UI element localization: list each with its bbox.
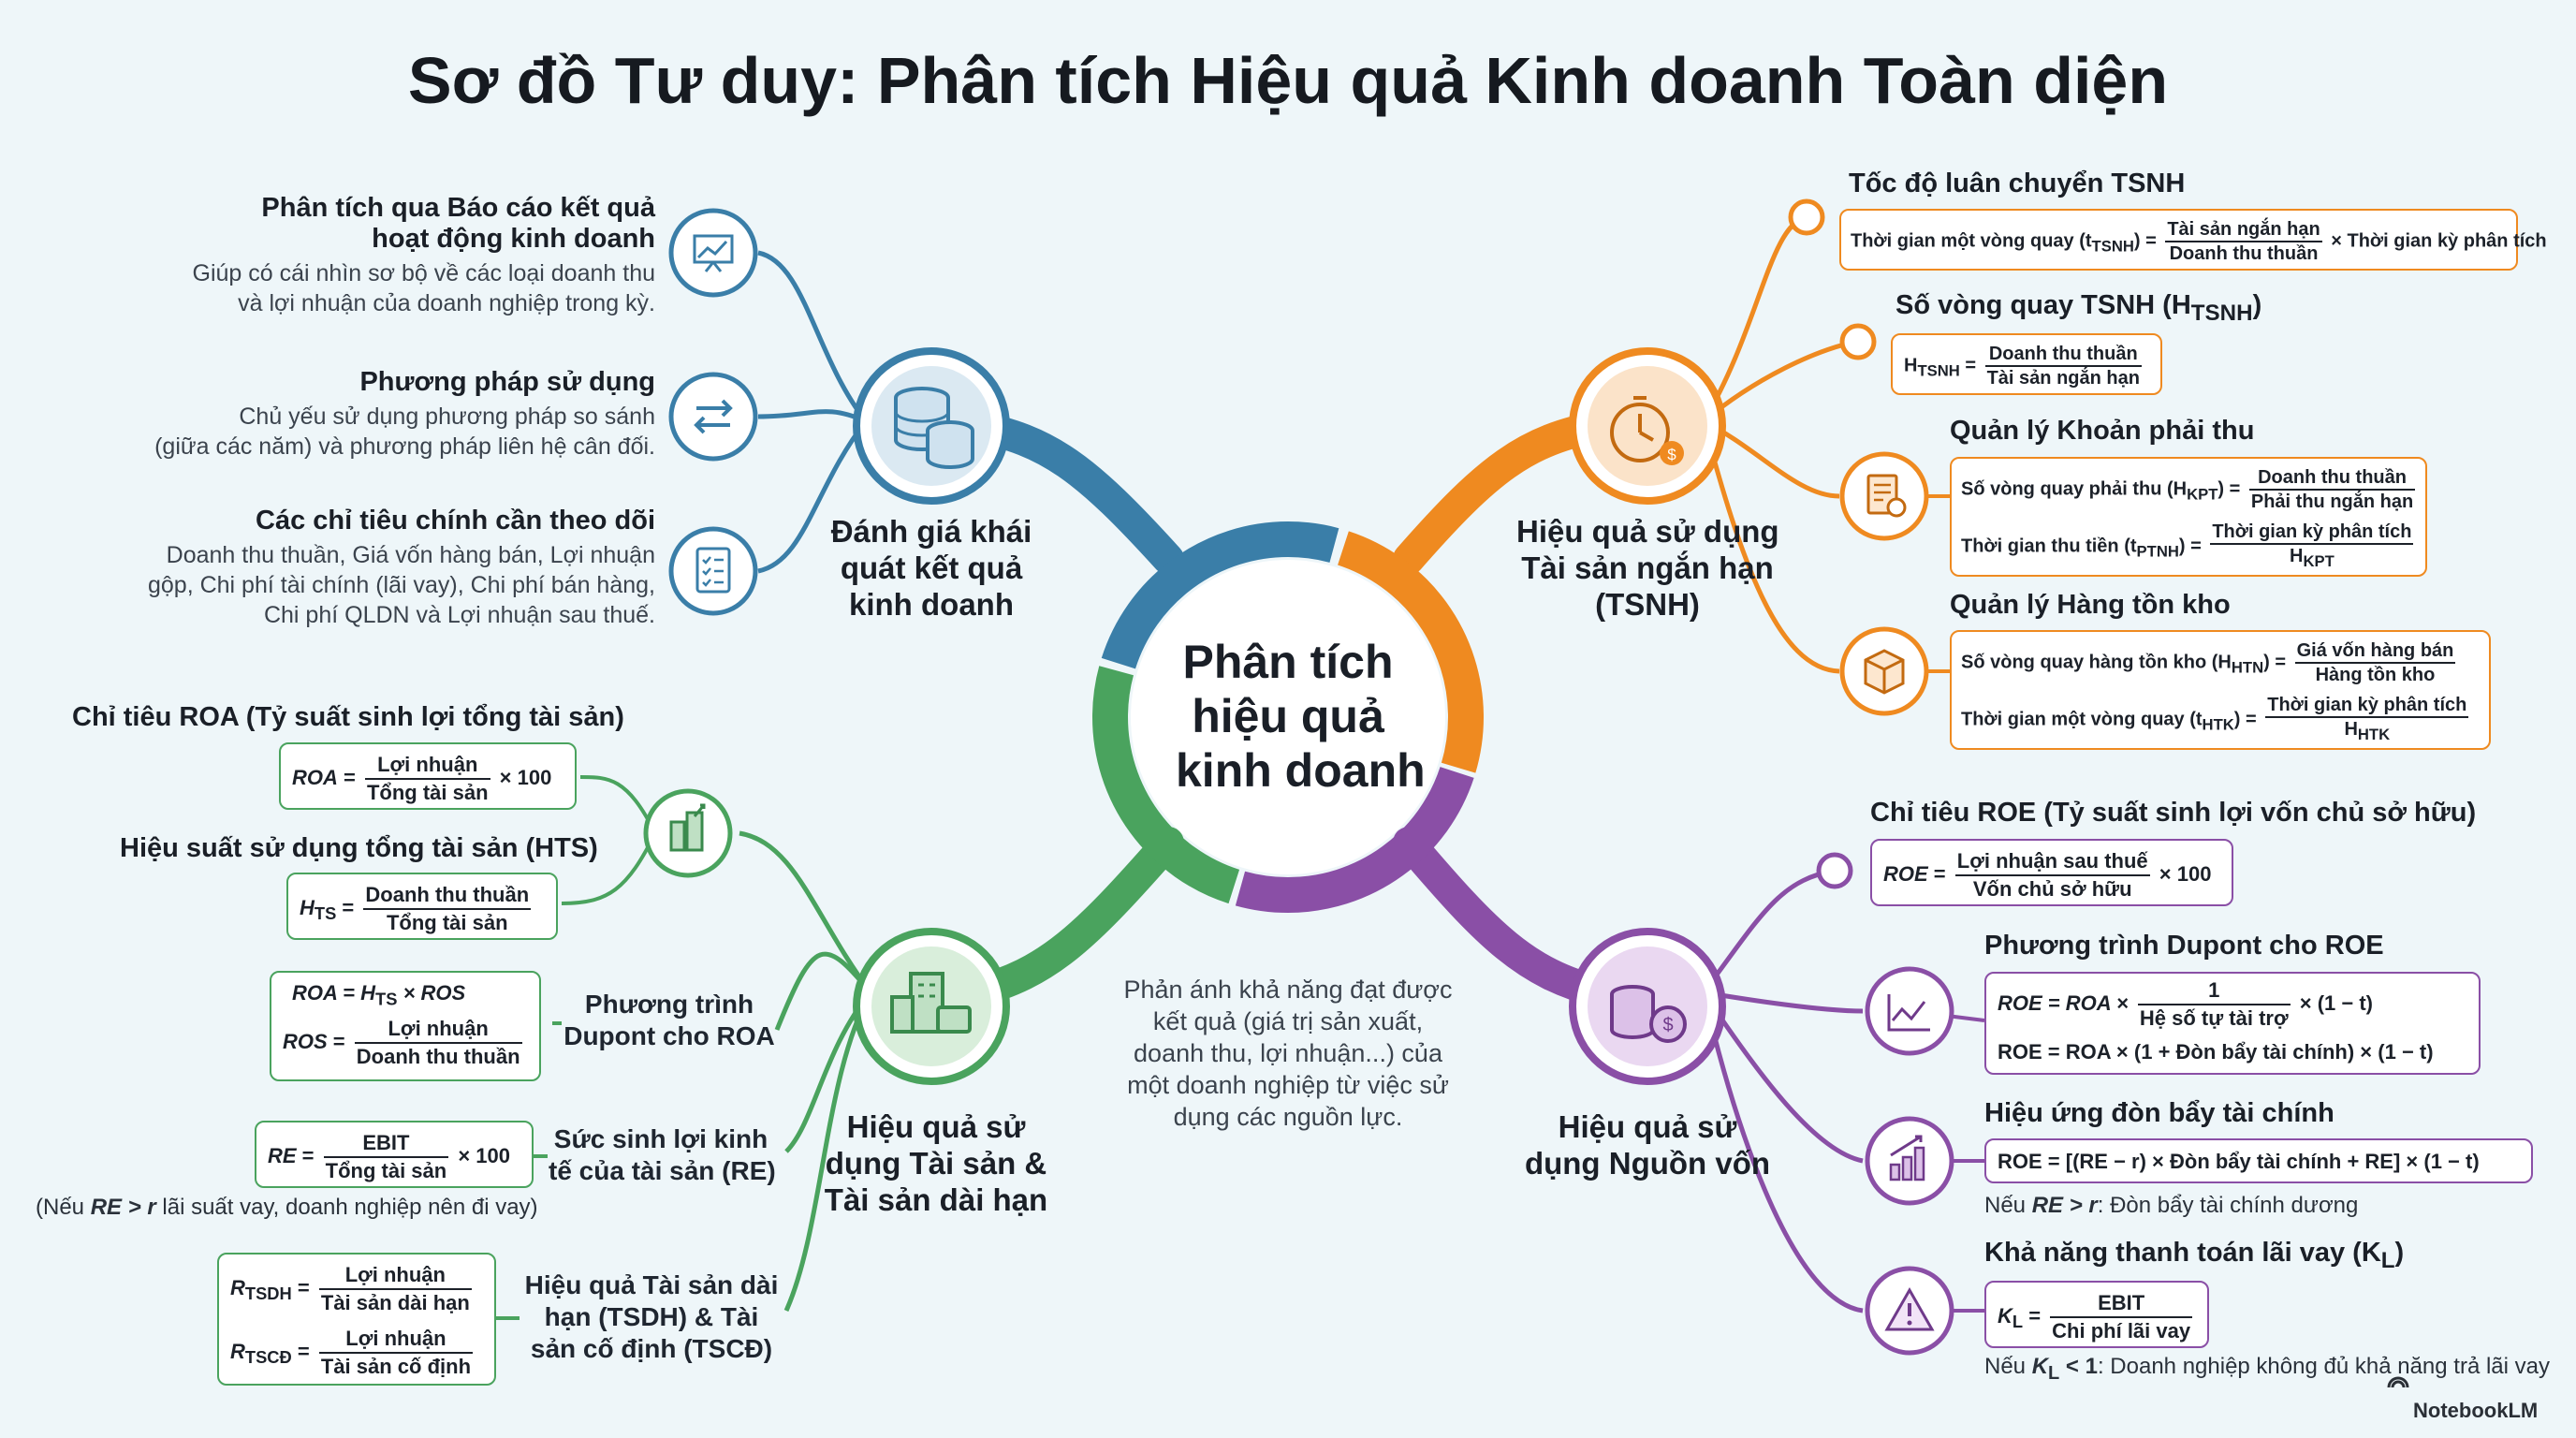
center-line: hiệu quả <box>1192 690 1384 742</box>
green-label-tsdh: Hiệu quả Tài sản dài hạn (TSDH) & Tài sả… <box>524 1270 779 1363</box>
swap-arrows-icon <box>668 372 758 462</box>
green-note-re: (Nếu RE > r lãi suất vay, doanh nghiệp n… <box>36 1195 538 1220</box>
blue-item-report: Phân tích qua Báo cáo kết quả hoạt động … <box>192 193 655 316</box>
orange-title-inventory: Quản lý Hàng tồn kho <box>1950 590 2231 620</box>
orange-title-receivables: Quản lý Khoản phải thu <box>1950 416 2255 446</box>
coins-dollar-icon: $ <box>1569 928 1726 1085</box>
center-line: kinh doanh <box>1176 744 1426 797</box>
purple-title-leverage: Hiệu ứng đòn bẩy tài chính <box>1984 1098 2334 1128</box>
green-title-hts: Hiệu suất sử dụng tổng tài sản (HTS) <box>120 833 598 863</box>
chart-presentation-icon <box>668 208 758 298</box>
green-label-re: Sức sinh lợi kinh tế của tài sản (RE) <box>549 1124 776 1185</box>
bar-growth-icon <box>1865 1116 1954 1206</box>
page-title: Sơ đồ Tư duy: Phân tích Hiệu quả Kinh do… <box>407 44 2169 117</box>
invoice-icon <box>1839 451 1929 541</box>
blue-item-indicators: Các chỉ tiêu chính cần theo dõi Doanh th… <box>148 506 655 628</box>
database-icon <box>853 347 1010 505</box>
purple-title-roe: Chỉ tiêu ROE (Tỷ suất sinh lợi vốn chủ s… <box>1870 798 2477 828</box>
purple-title-interest: Khả năng thanh toán lãi vay (KL) <box>1984 1238 2405 1273</box>
center-description: Phản ánh khả năng đạt được kết quả (giá … <box>1123 976 1453 1131</box>
formula-box-leverage: ROE = [(RE − r) × Đòn bẩy tài chính + RE… <box>1984 1138 2533 1183</box>
purple-title-dupont: Phương trình Dupont cho ROE <box>1984 931 2384 961</box>
orange-title-turnover-count: Số vòng quay TSNH (HTSNH) <box>1895 290 2262 326</box>
center-node: Phân tích hiệu quả kinh doanh <box>1176 635 1426 798</box>
branch-label-purple: Hiệu quả sử dụng Nguồn vốn <box>1524 1109 1771 1181</box>
svg-text:$: $ <box>1662 1015 1673 1035</box>
green-title-roa: Chỉ tiêu ROA (Tỷ suất sinh lợi tổng tài … <box>72 702 624 732</box>
chart-trend-icon <box>1865 966 1954 1056</box>
branch-label-blue: Đánh giá khái quát kết quả kinh doanh <box>830 514 1032 622</box>
box-icon <box>1839 626 1929 716</box>
formula-box-inventory: Số vòng quay hàng tồn kho (HHTN) = Giá v… <box>1950 630 2491 750</box>
green-label-dupont: Phương trình Dupont cho ROA <box>564 990 775 1050</box>
branch-label-green: Hiệu quả sử dụng Tài sản & Tài sản dài h… <box>824 1109 1048 1217</box>
center-line: Phân tích <box>1182 636 1394 688</box>
warning-icon <box>1865 1266 1954 1356</box>
buildings-briefcase-icon <box>853 928 1010 1085</box>
buildings-growth-icon <box>643 788 733 878</box>
purple-note-leverage: Nếu RE > r: Đòn bẩy tài chính dương <box>1984 1193 2359 1218</box>
branch-label-orange: Hiệu quả sử dụng Tài sản ngắn hạn (TSNH) <box>1516 514 1779 622</box>
orange-title-turnover-speed: Tốc độ luân chuyển TSNH <box>1849 169 2186 198</box>
checklist-icon <box>668 526 758 616</box>
formula-box-receivables: Số vòng quay phải thu (HKPT) = Doanh thu… <box>1950 457 2427 577</box>
formula-box-turnover-time: Thời gian một vòng quay (tTSNH) = Tài sả… <box>1839 209 2547 271</box>
brand-logo-text: NotebookLM <box>2413 1399 2539 1422</box>
svg-text:$: $ <box>1667 446 1676 463</box>
purple-note-interest: Nếu KL < 1: Doanh nghiệp không đủ khả nă… <box>1984 1354 2550 1384</box>
stopwatch-money-icon: $ <box>1569 347 1726 505</box>
notebooklm-logo-icon <box>2387 1376 2409 1388</box>
blue-item-method: Phương pháp sử dụng Chủ yếu sử dụng phươ… <box>154 367 655 460</box>
